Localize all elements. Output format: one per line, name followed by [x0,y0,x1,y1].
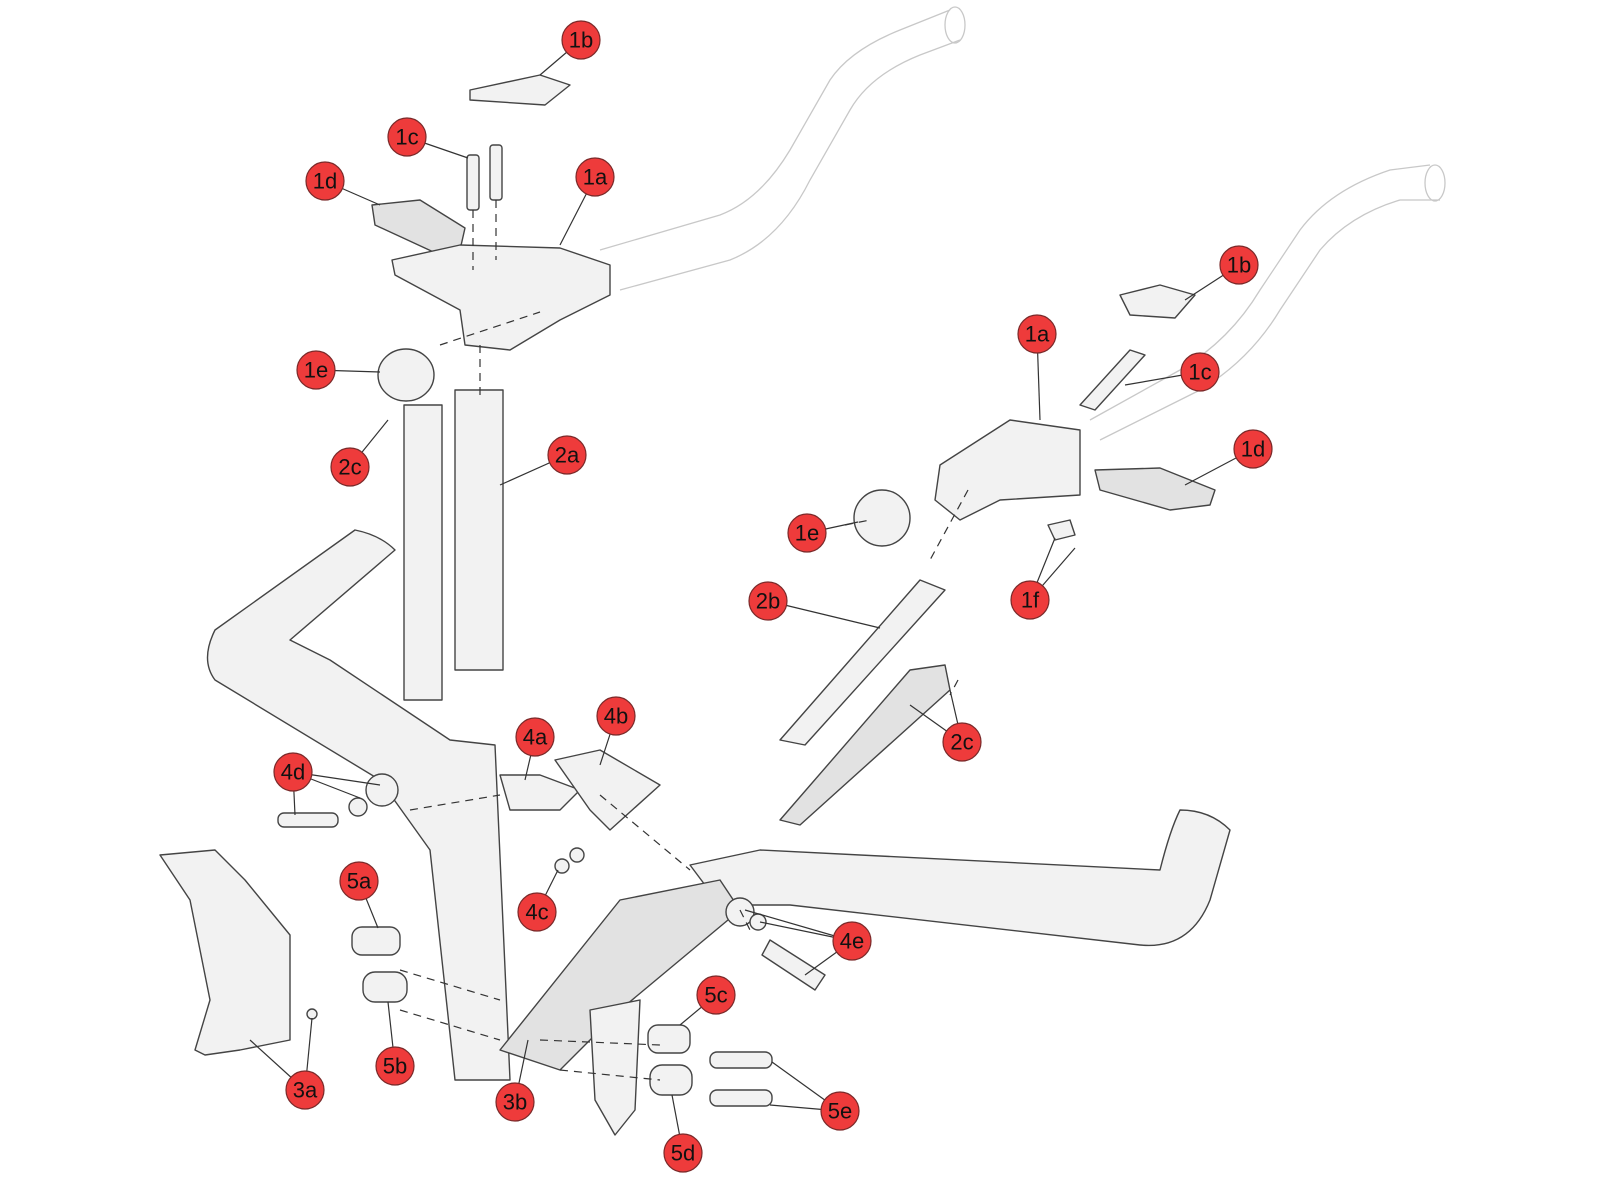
base-bar [206,529,1231,1136]
part-callout-1c: 1c [387,117,427,157]
part-callout-2b: 2b [748,581,788,621]
part-callout-3a: 3a [285,1070,325,1110]
callouts: 1b 1c 1d 1a 1e 2c 2a 1b 1a 1c 1d 1e 1f 2b 2c 4b 4a 4d 5a 4c… [273,20,1273,1173]
part-callout-1e: 1e [296,350,336,390]
callout-badge [820,1091,860,1131]
part-callout-1d: 1d [305,161,345,201]
callout-badge [942,722,982,762]
lower-hardware [159,749,826,1107]
callout-label: 1e [795,521,819,546]
callout-badge [375,1046,415,1086]
part-callout-1f: 1f [1010,580,1050,620]
callout-label: 1a [1025,322,1050,347]
callout-badge [285,1070,325,1110]
callout-label: 1c [395,125,418,150]
callout-badge [330,447,370,487]
assembly-lines [399,200,969,1081]
callout-label: 2c [950,730,973,755]
left-armrest-cradle [371,74,611,701]
callout-label: 1f [1021,588,1040,613]
part-callout-4e: 4e [832,921,872,961]
callout-label: 4a [523,725,548,750]
callout-label: 5d [671,1141,695,1166]
callout-badge [547,435,587,475]
callout-label: 5a [347,869,372,894]
callout-badge [787,513,827,553]
part-callout-4d: 4d [273,752,313,792]
part-callout-1c: 1c [1180,352,1220,392]
part-callout-1b: 1b [1219,245,1259,285]
right-armrest-cradle [779,284,1216,826]
callout-badge [296,350,336,390]
callout-badge [575,157,615,197]
callout-badge [1233,429,1273,469]
callout-label: 1d [313,169,337,194]
callout-label: 4d [281,760,305,785]
part-callout-5c: 5c [696,975,736,1015]
callout-badge [1017,314,1057,354]
callout-badge [748,581,788,621]
part-callout-4b: 4b [596,696,636,736]
callout-label: 3b [503,1090,527,1115]
callout-badge [339,861,379,901]
callout-badge [561,20,601,60]
callout-badge [517,892,557,932]
callout-badge [305,161,345,201]
callout-badge [696,975,736,1015]
callout-label: 2c [338,455,361,480]
callout-label: 1e [304,358,328,383]
callout-label: 2a [555,443,580,468]
callout-label: 1c [1188,360,1211,385]
part-callout-3b: 3b [495,1082,535,1122]
part-callout-1e: 1e [787,513,827,553]
part-callout-5e: 5e [820,1091,860,1131]
callout-badge [495,1082,535,1122]
callout-label: 4b [604,704,628,729]
callout-badge [832,921,872,961]
part-callout-1a: 1a [1017,314,1057,354]
callout-label: 2b [756,589,780,614]
callout-label: 1b [1227,253,1251,278]
callout-badge [1180,352,1220,392]
callout-badge [273,752,313,792]
part-callout-5a: 5a [339,861,379,901]
callout-badge [515,717,555,757]
callout-badge [596,696,636,736]
part-callout-5b: 5b [375,1046,415,1086]
callout-label: 4c [525,900,548,925]
callout-label: 3a [293,1078,318,1103]
part-callout-1a: 1a [575,157,615,197]
callout-label: 5c [704,983,727,1008]
part-callout-2c: 2c [330,447,370,487]
callout-label: 1b [569,28,593,53]
part-callout-2c: 2c [942,722,982,762]
part-callout-2a: 2a [547,435,587,475]
part-callout-1d: 1d [1233,429,1273,469]
callout-badge [1010,580,1050,620]
callout-label: 5e [828,1099,852,1124]
callout-label: 1d [1241,437,1265,462]
callout-label: 4e [840,929,864,954]
part-callout-1b: 1b [561,20,601,60]
callout-badge [1219,245,1259,285]
part-callout-4a: 4a [515,717,555,757]
part-callout-4c: 4c [517,892,557,932]
part-callout-5d: 5d [663,1133,703,1173]
left-extension-bar [599,6,966,291]
callout-badge [387,117,427,157]
callout-label: 1a [583,165,608,190]
callout-label: 5b [383,1054,407,1079]
callout-badge [663,1133,703,1173]
